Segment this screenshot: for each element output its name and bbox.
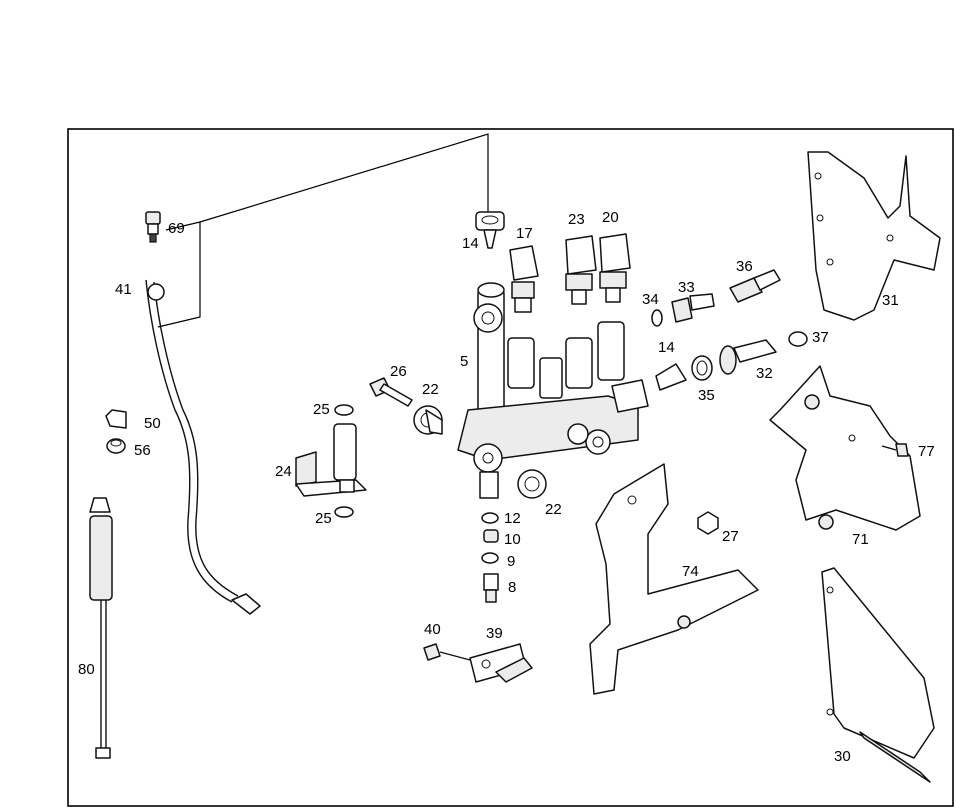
bracket-74[interactable] [589, 463, 759, 695]
callout-80: 80 [78, 661, 95, 678]
oring-9[interactable] [481, 552, 499, 564]
callout-17: 17 [516, 225, 533, 242]
gas-strut-80[interactable] [89, 497, 113, 759]
bracket-71[interactable] [769, 365, 921, 531]
callout-41: 41 [115, 281, 132, 298]
callout-34: 34 [642, 291, 659, 308]
callout-74: 74 [682, 563, 699, 580]
sensor-23[interactable] [565, 235, 597, 305]
callout-37: 37 [812, 329, 829, 346]
callout-22-top: 22 [422, 381, 439, 398]
fitting-32[interactable] [719, 339, 777, 375]
bolt-26[interactable] [369, 377, 413, 407]
filter-10[interactable] [483, 529, 499, 543]
manifold-5[interactable] [457, 282, 649, 499]
callout-14-top: 14 [462, 235, 479, 252]
bracket-39[interactable] [469, 643, 533, 683]
oring-25-bottom[interactable] [334, 506, 354, 518]
callout-10: 10 [504, 531, 521, 548]
sensor-17[interactable] [509, 245, 539, 313]
callout-14-right: 14 [658, 339, 675, 356]
callout-77: 77 [918, 443, 935, 460]
leader-line-14-69 [157, 133, 489, 328]
bracket-31[interactable] [807, 151, 941, 321]
callout-22-bottom: 22 [545, 501, 562, 518]
callout-25-top: 25 [313, 401, 330, 418]
callout-23: 23 [568, 211, 585, 228]
oring-25-top[interactable] [334, 404, 354, 416]
pipe-41[interactable] [145, 279, 261, 615]
callout-32: 32 [756, 365, 773, 382]
clamp-37[interactable] [788, 331, 808, 347]
callout-36: 36 [736, 258, 753, 275]
bolt-77[interactable] [881, 443, 909, 457]
diagram-frame [67, 128, 954, 807]
callout-12: 12 [504, 510, 521, 527]
callout-8: 8 [508, 579, 516, 596]
fitting-8[interactable] [483, 573, 499, 603]
bolt-40[interactable] [423, 643, 471, 661]
plate-30[interactable] [821, 567, 935, 783]
clip-50[interactable] [105, 409, 127, 429]
bushing-22-bottom[interactable] [517, 469, 547, 499]
bushing-22-top[interactable] [413, 405, 443, 435]
seal-35[interactable] [691, 355, 713, 381]
sensor-69[interactable] [145, 211, 161, 243]
washer-12[interactable] [481, 512, 499, 524]
callout-30: 30 [834, 748, 851, 765]
callout-20: 20 [602, 209, 619, 226]
callout-31: 31 [882, 292, 899, 309]
leader-line-69 [165, 221, 201, 231]
valve-24[interactable] [295, 423, 367, 497]
plug-14-right[interactable] [655, 363, 687, 391]
callout-56: 56 [134, 442, 151, 459]
callout-39: 39 [486, 625, 503, 642]
callout-69: 69 [168, 220, 185, 237]
callout-25-bottom: 25 [315, 510, 332, 527]
callout-50: 50 [144, 415, 161, 432]
nut-27[interactable] [697, 511, 719, 535]
callout-27: 27 [722, 528, 739, 545]
plug-14-top[interactable] [475, 211, 505, 249]
callout-33: 33 [678, 279, 695, 296]
callout-9: 9 [507, 553, 515, 570]
nut-56[interactable] [106, 438, 126, 454]
callout-71: 71 [852, 531, 869, 548]
sensor-20[interactable] [599, 233, 631, 303]
connector-36[interactable] [729, 269, 781, 303]
fitting-33[interactable] [671, 293, 715, 323]
callout-5: 5 [460, 353, 468, 370]
washer-34[interactable] [651, 309, 663, 327]
callout-24: 24 [275, 463, 292, 480]
callout-35: 35 [698, 387, 715, 404]
callout-40: 40 [424, 621, 441, 638]
callout-26: 26 [390, 363, 407, 380]
